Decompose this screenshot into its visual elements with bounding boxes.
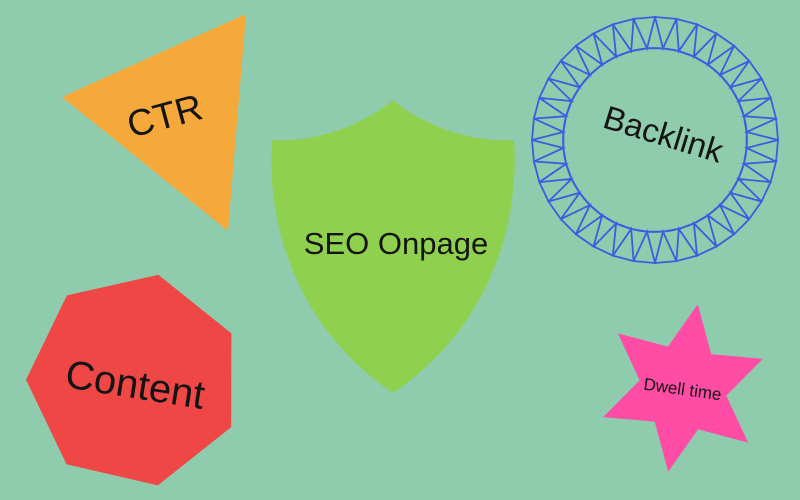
shield-shape	[271, 100, 515, 393]
heptagon-shape	[26, 274, 232, 486]
content-group: Content	[26, 274, 232, 486]
wreath-ring-shape	[530, 15, 780, 265]
seo-onpage-group: SEO Onpage	[271, 100, 515, 393]
dwell-time-group: Dwell time	[603, 304, 763, 472]
star-shape	[603, 304, 763, 472]
shield-label: SEO Onpage	[304, 226, 488, 261]
triangle-shape	[62, 14, 246, 231]
ctr-group: CTR	[62, 14, 246, 231]
wreath-inner-circle	[562, 47, 748, 233]
